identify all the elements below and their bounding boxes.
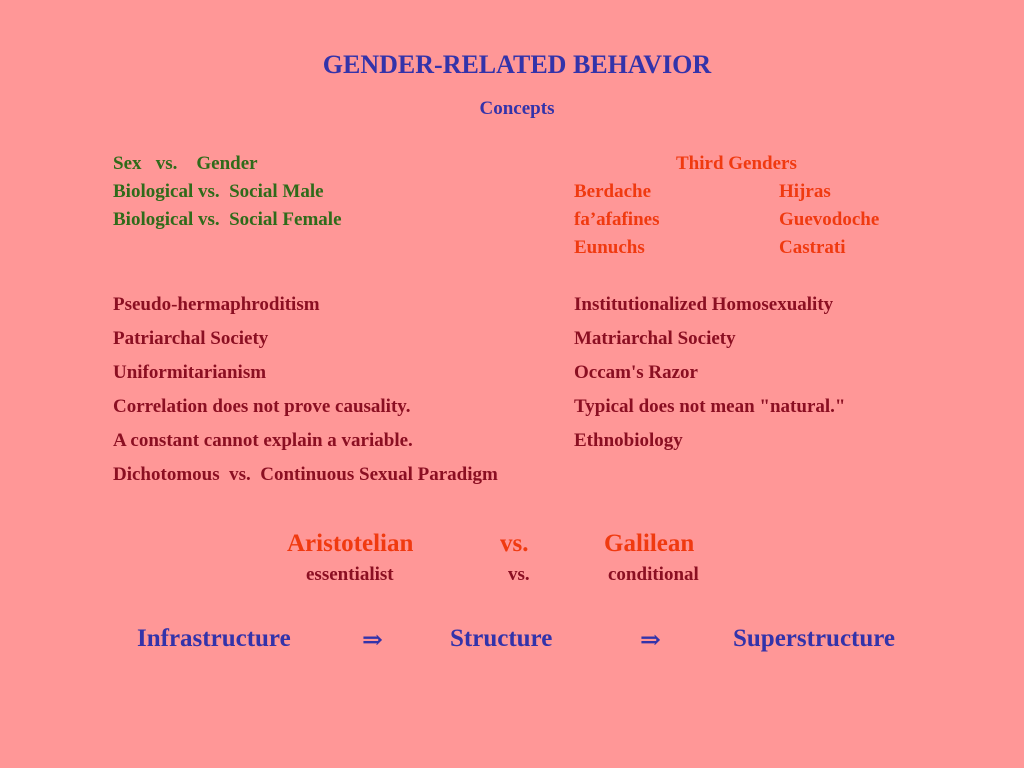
concept-right: Ethnobiology bbox=[574, 430, 683, 451]
arrow-right-icon: ⇒ bbox=[640, 627, 661, 654]
concept-social-male: Biological vs. Social Male bbox=[113, 181, 324, 202]
third-genders-heading: Third Genders bbox=[676, 153, 797, 174]
concept-left: Dichotomous vs. Continuous Sexual Paradi… bbox=[113, 464, 498, 485]
concept-left: Pseudo-hermaphroditism bbox=[113, 294, 320, 315]
concept-social-female: Biological vs. Social Female bbox=[113, 209, 342, 230]
concept-right: Institutionalized Homosexuality bbox=[574, 294, 834, 315]
arrow-right-icon: ⇒ bbox=[362, 627, 383, 654]
galilean-label: Galilean bbox=[604, 530, 695, 557]
infrastructure-label: Infrastructure bbox=[137, 625, 291, 652]
page-subtitle: Concepts bbox=[479, 98, 555, 119]
vs-label: vs. bbox=[500, 530, 529, 557]
third-gender-item: Hijras bbox=[779, 181, 831, 202]
concept-sex-gender: Sex vs. Gender bbox=[113, 153, 258, 174]
concept-left: A constant cannot explain a variable. bbox=[113, 430, 413, 451]
concept-right: Matriarchal Society bbox=[574, 328, 736, 349]
concept-right: Occam's Razor bbox=[574, 362, 698, 383]
vs-label: vs. bbox=[508, 564, 530, 585]
page-title: GENDER-RELATED BEHAVIOR bbox=[322, 50, 712, 79]
concept-right: Typical does not mean "natural." bbox=[574, 396, 846, 417]
third-gender-item: Berdache bbox=[574, 181, 652, 202]
third-gender-item: Guevodoche bbox=[779, 209, 880, 230]
essentialist-label: essentialist bbox=[306, 564, 394, 585]
third-gender-item: fa’afafines bbox=[574, 209, 660, 230]
concept-left: Patriarchal Society bbox=[113, 328, 269, 349]
third-gender-item: Eunuchs bbox=[574, 237, 645, 258]
aristotelian-label: Aristotelian bbox=[287, 530, 414, 557]
concept-left: Uniformitarianism bbox=[113, 362, 267, 383]
conditional-label: conditional bbox=[608, 564, 699, 585]
third-gender-item: Castrati bbox=[779, 237, 846, 258]
structure-label: Structure bbox=[450, 625, 553, 652]
superstructure-label: Superstructure bbox=[733, 625, 896, 652]
concept-left: Correlation does not prove causality. bbox=[113, 396, 411, 417]
